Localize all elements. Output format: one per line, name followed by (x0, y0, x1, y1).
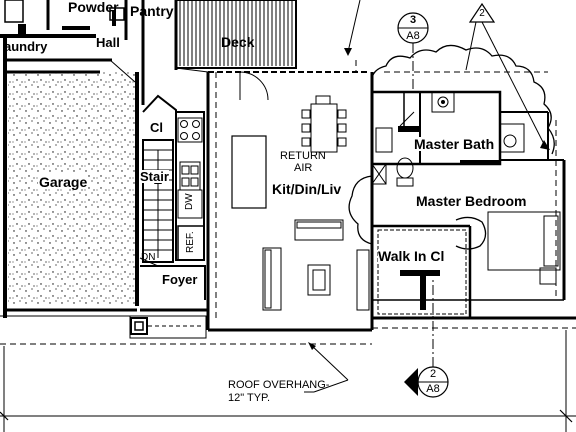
return-air-label-1: RETURN (280, 150, 326, 162)
section-marker-bottom (404, 280, 449, 398)
dining-table (301, 95, 347, 153)
return-air-label-2: AIR (294, 162, 313, 174)
roof-overhang-label-1: ROOF OVERHANG- (228, 379, 330, 391)
headers (18, 10, 500, 310)
deck (175, 0, 297, 69)
section-marker-top (397, 12, 429, 92)
room-label-powder: Powder (68, 0, 119, 15)
section-tag-bottom-number: 2 (429, 368, 437, 380)
room-label-pantry: Pantry (130, 3, 174, 19)
deck-leader-arrow (344, 48, 352, 56)
overhang-leader-arrow (309, 343, 349, 381)
room-label-foyer: Foyer (162, 272, 198, 287)
upper-left-walls (0, 0, 178, 105)
room-label-master-bath: Master Bath (414, 136, 495, 152)
dishwasher-label: DW (184, 193, 195, 210)
room-label-closet: Cl (150, 120, 163, 135)
revision-tag-number: 2 (479, 8, 485, 19)
deck-leader (347, 0, 361, 53)
kitchen-counter (175, 111, 205, 261)
room-label-walk-in-closet: Walk In Cl (378, 248, 445, 264)
stair-dn-label: DN (141, 252, 156, 263)
room-label-garage: Garage (38, 174, 89, 190)
room-label-kit-din-liv: Kit/Din/Liv (272, 181, 342, 197)
garage-walls (0, 36, 139, 318)
room-label-stair: Stair (140, 169, 169, 184)
bath-fixtures (371, 91, 525, 187)
revision-triangle (465, 2, 550, 150)
room-label-hall: Hall (96, 35, 120, 50)
bed (487, 211, 561, 285)
room-label-deck: Deck (221, 34, 255, 50)
living-furniture (262, 219, 370, 311)
overhang-leader-diag (313, 379, 349, 393)
foyer (129, 265, 208, 339)
section-tag-bottom-sheet: A8 (426, 383, 440, 395)
roof-overhang-label-2: 12" TYP. (228, 392, 271, 404)
room-label-master-bedroom: Master Bedroom (416, 193, 527, 209)
overhang-arrowhead (308, 342, 316, 350)
revision-cloud (348, 44, 555, 250)
room-label-laundry: aundry (4, 39, 48, 54)
roof-overhang-line (0, 60, 576, 345)
section-tag-top-number: 3 (409, 14, 417, 26)
section-tag-top-sheet: A8 (406, 30, 420, 42)
kitchen-island (231, 135, 267, 209)
refrigerator-label: REF. (185, 231, 196, 253)
